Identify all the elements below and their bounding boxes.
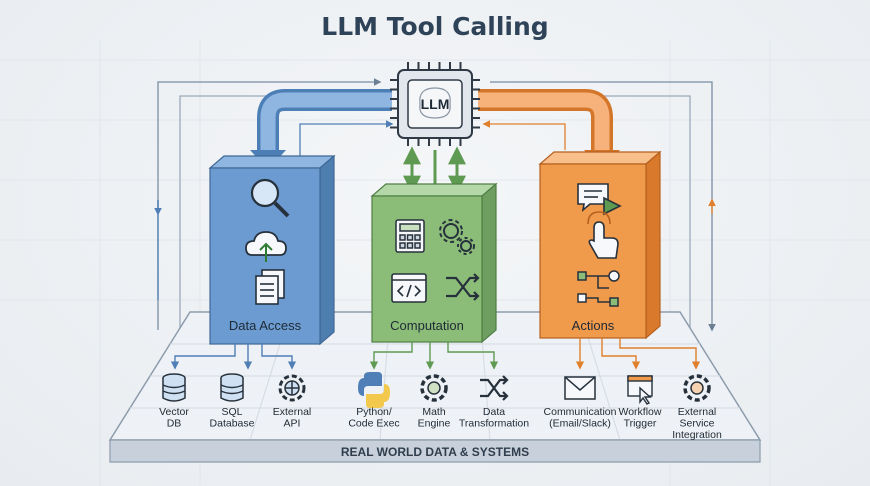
llm-hub: LLM	[390, 62, 480, 146]
tool-icon-python	[358, 372, 390, 408]
code-window-icon	[391, 273, 427, 303]
hub-computation-arrows	[403, 146, 466, 194]
documents-icon	[255, 269, 285, 305]
tool-icon-communication	[564, 376, 596, 400]
brain-chip-icon	[419, 87, 451, 119]
tool-icon-workflow-trigger	[627, 375, 653, 405]
module-label-computation: Computation	[390, 318, 464, 333]
tool-label: Python/Code Exec	[348, 406, 399, 430]
magnifier-icon	[250, 178, 290, 218]
tool-icon-external-api	[278, 374, 306, 402]
module-computation: Computation	[370, 182, 498, 344]
tool-icon-vector-db	[162, 373, 186, 402]
tap-icon	[587, 211, 619, 259]
tool-connectors	[170, 338, 701, 370]
tool-icon-data-transformation	[480, 375, 509, 401]
module-actions: Actions	[538, 150, 662, 340]
chat-send-icon	[577, 183, 622, 216]
module-label-data-access: Data Access	[229, 318, 302, 333]
platform-label: REAL WORLD DATA & SYSTEMS	[341, 445, 529, 459]
cloud-upload-icon	[245, 231, 287, 262]
gears-icon	[439, 219, 475, 255]
hub-label: LLM	[421, 96, 450, 112]
workflow-icon	[577, 270, 620, 307]
module-label-actions: Actions	[572, 318, 615, 333]
pipe-hub-to-data-access	[257, 89, 392, 152]
diagram-title: LLM Tool Calling	[321, 12, 549, 41]
module-data-access: Data Access	[208, 154, 336, 346]
tool-icon-math-engine	[420, 374, 448, 402]
tool-label: Communication(Email/Slack)	[544, 406, 617, 430]
shuffle-icon	[446, 273, 480, 301]
tool-icon-external-service	[683, 374, 711, 402]
tool-icon-sql-database	[220, 373, 244, 402]
calculator-icon	[395, 219, 425, 253]
pipe-hub-to-actions	[478, 89, 613, 152]
